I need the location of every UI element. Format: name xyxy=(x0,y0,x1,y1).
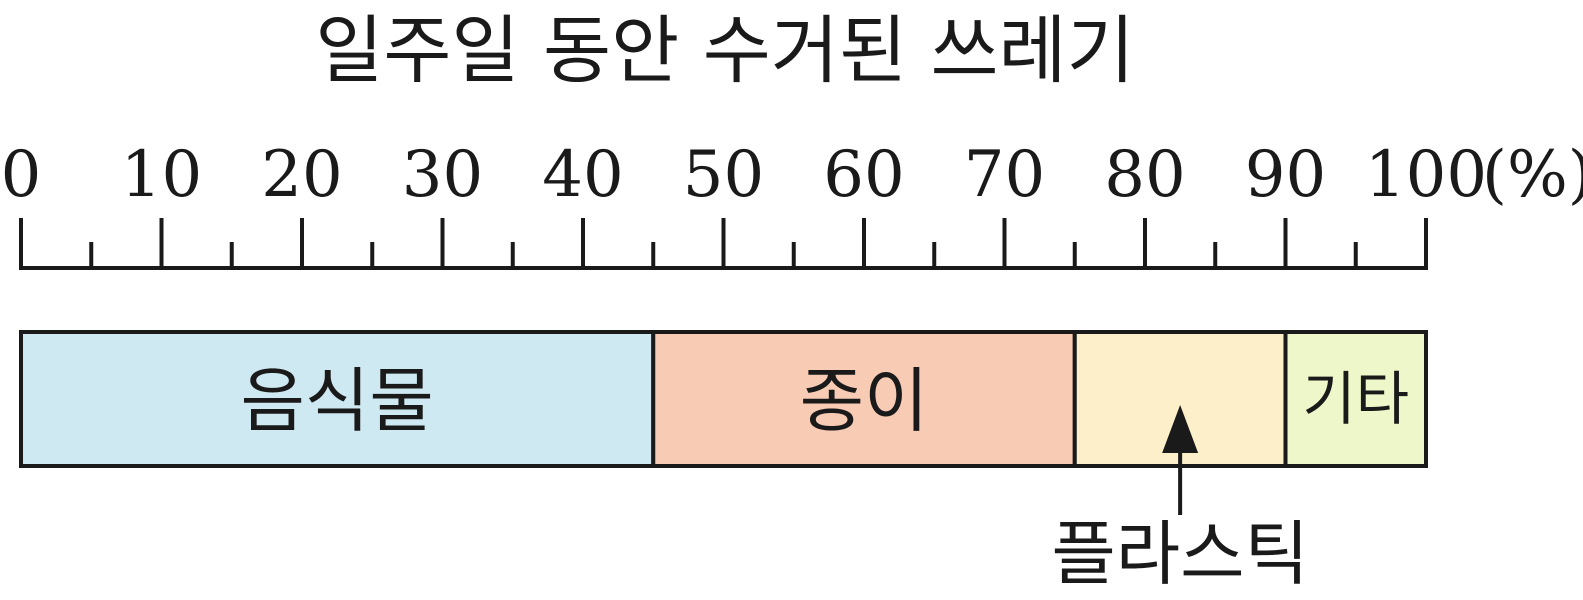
tick-label-0: 0 xyxy=(1,138,42,212)
segment-label-1: 음식물 xyxy=(241,360,434,442)
tick-label-20: 20 xyxy=(261,138,342,212)
segment-label-4: 기타 xyxy=(1302,365,1409,433)
tick-label-30: 30 xyxy=(402,138,483,212)
stacked-bar: 음식물 종이 기타 xyxy=(19,330,1428,468)
bar-segment-4 xyxy=(1283,330,1428,468)
segment-label-2: 종이 xyxy=(800,360,929,442)
bar-segment-1 xyxy=(19,330,656,468)
tick-label-60: 60 xyxy=(823,138,904,212)
tick-label-90: 90 xyxy=(1245,138,1326,212)
chart-title: 일주일 동안 수거된 쓰레기 xyxy=(315,8,1134,94)
percent-axis: 0 10 20 30 40 50 60 70 80 90 100(%) xyxy=(1,138,1583,270)
tick-label-10: 10 xyxy=(121,138,202,212)
bar-segment-2 xyxy=(651,330,1077,468)
plastic-callout: 플라스틱 xyxy=(1051,405,1309,595)
tick-label-50: 50 xyxy=(683,138,764,212)
callout-label: 플라스틱 xyxy=(1051,513,1309,595)
tick-label-100: 100 xyxy=(1365,138,1487,212)
axis-unit-label: (%) xyxy=(1482,138,1583,212)
tick-label-80: 80 xyxy=(1104,138,1185,212)
tick-label-40: 40 xyxy=(542,138,623,212)
tick-label-70: 70 xyxy=(964,138,1045,212)
callout-arrow-head xyxy=(1162,405,1199,453)
